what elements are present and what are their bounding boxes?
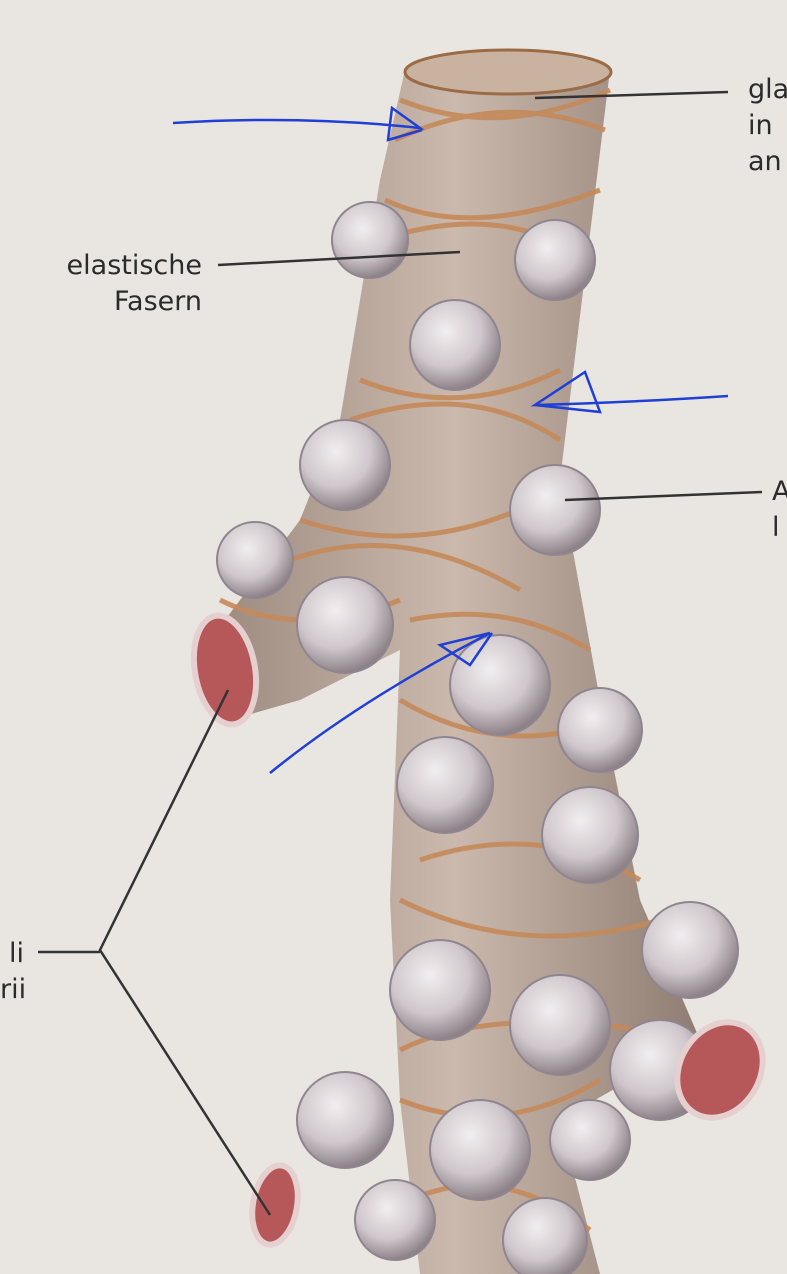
alveoli (216, 201, 739, 1274)
pen-annotations (172, 105, 729, 774)
label-line: A (772, 476, 787, 507)
label-line: in (748, 110, 773, 141)
bronchiole-openings (190, 612, 766, 1248)
label-mid-right: A l (772, 474, 787, 546)
label-line: Fasern (113, 286, 202, 317)
label-bottom-left: li rii (0, 936, 27, 1008)
label-line: gla (748, 74, 787, 105)
label-elastic-fibers: elastische Fasern (52, 248, 202, 320)
label-line: elastische (66, 250, 202, 281)
leader-lines (38, 90, 763, 1216)
label-line: rii (0, 974, 27, 1005)
label-line: l (772, 512, 780, 543)
label-line: an (748, 146, 782, 177)
label-line: li (8, 938, 24, 969)
label-top-right: gla in an (748, 72, 787, 180)
